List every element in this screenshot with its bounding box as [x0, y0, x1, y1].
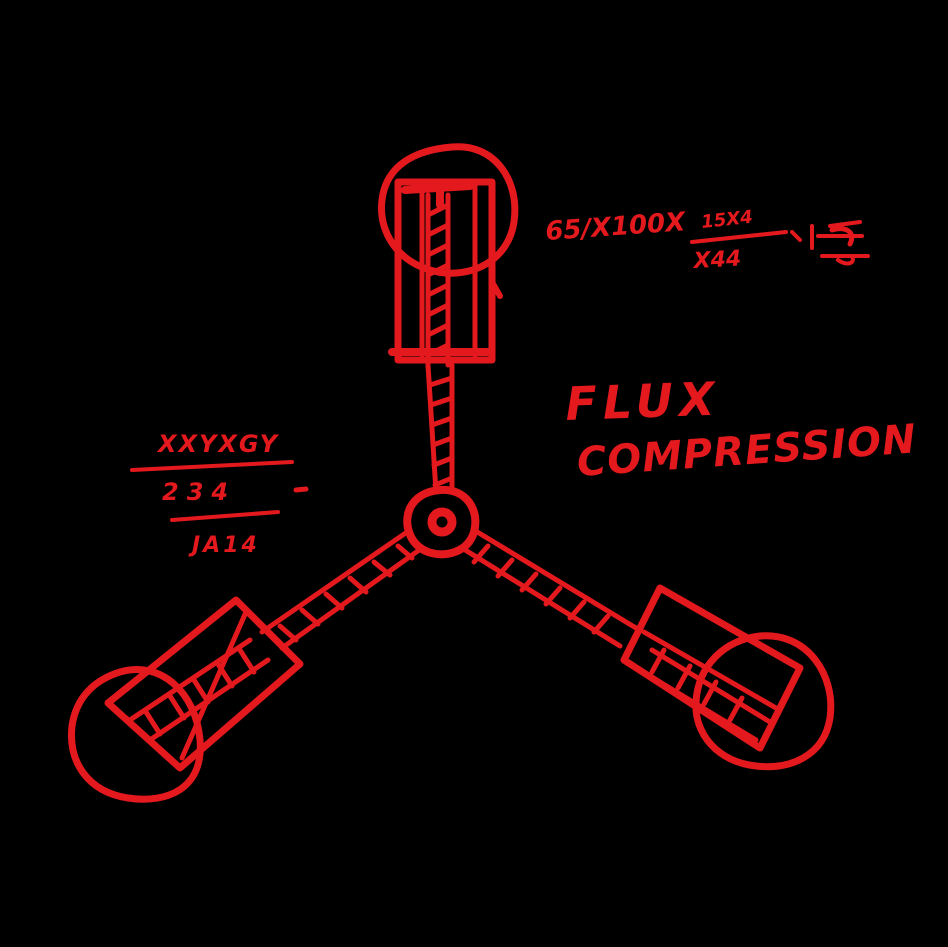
left-housing [104, 596, 304, 772]
left-formula-note: XXYXGY 234 JA14 [130, 430, 309, 558]
top-housing [394, 178, 496, 364]
right-formula-numerator: 15X4 [700, 207, 753, 233]
left-formula-numerator: XXYXGY [156, 430, 280, 458]
center-hub [403, 485, 480, 559]
left-bulb [68, 666, 204, 803]
title-block: FLUX COMPRESSION [564, 372, 918, 486]
left-formula-middle: 234 [162, 478, 236, 506]
right-formula-denominator: X44 [691, 247, 742, 275]
left-formula-denominator: JA14 [188, 533, 260, 558]
right-formula-note: 65/X100X 15X4 X44 [544, 207, 870, 275]
top-arm [378, 143, 519, 495]
right-arm [459, 527, 835, 771]
right-formula-term: 65/X100X [544, 207, 688, 247]
right-housing [620, 584, 804, 752]
left-arm [68, 527, 425, 803]
right-bulb [692, 632, 835, 771]
title-line-1: FLUX [564, 372, 721, 431]
